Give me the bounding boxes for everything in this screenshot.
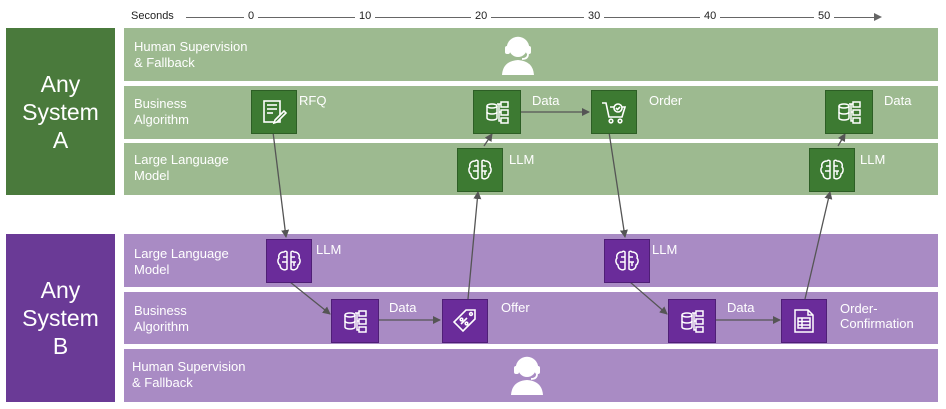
- price-tag-icon: [452, 309, 476, 333]
- a-llm2-label: LLM: [860, 152, 886, 167]
- lane-a-llm: [124, 143, 938, 195]
- a-data2-label: Data: [884, 93, 912, 108]
- arrow-offer-to-a-llm1: [467, 191, 482, 300]
- database-folders-icon: [838, 101, 861, 124]
- tick-label-0: 0: [244, 10, 259, 22]
- headset-person-icon: [507, 354, 547, 396]
- form-pen-icon: [263, 100, 287, 125]
- b-data1-label: Data: [389, 300, 417, 315]
- arrow-confirmation-to-a-llm2: [804, 191, 833, 300]
- arrow-rfq-to-b-llm1: [272, 131, 290, 238]
- lane-a-llm-label: Large Language Model: [134, 152, 229, 183]
- b-data1-node: [331, 299, 379, 343]
- arrow-b-llm1-to-b-data1: [289, 281, 331, 315]
- invoice-document-icon: [794, 309, 814, 333]
- database-folders-icon: [681, 310, 704, 333]
- lane-b-human-label: Human Supervision & Fallback: [132, 359, 246, 390]
- headset-person-icon: [498, 34, 538, 76]
- shopping-cart-icon: [602, 102, 627, 124]
- a-llm1-label: LLM: [509, 152, 535, 167]
- order-label: Order: [649, 93, 683, 108]
- brain-circuit-icon: [615, 250, 639, 271]
- b-llm2-label: LLM: [652, 242, 678, 257]
- lane-b-llm-label: Large Language Model: [134, 246, 229, 277]
- database-folders-icon: [344, 310, 367, 333]
- a-data1-label: Data: [532, 93, 560, 108]
- arrow-order-to-b-llm2: [608, 131, 628, 238]
- b-data2-label: Data: [727, 300, 755, 315]
- b-llm1-label: LLM: [316, 242, 342, 257]
- brain-circuit-icon: [820, 159, 844, 180]
- order-node: [591, 90, 637, 134]
- offer-label: Offer: [501, 300, 530, 315]
- lane-b-business-label: Business Algorithm: [134, 303, 189, 334]
- lane-a-business-label: Business Algorithm: [134, 96, 189, 127]
- brain-circuit-icon: [468, 159, 492, 180]
- b-llm1-node: [266, 239, 312, 283]
- b-llm2-node: [604, 239, 650, 283]
- arrow-b-llm2-to-b-data2: [629, 281, 668, 315]
- arrow-a-llm2-to-a-data2: [837, 133, 846, 147]
- a-llm1-node: [457, 148, 503, 192]
- order-confirmation-label: Order- Confirmation: [840, 301, 914, 331]
- a-llm2-node: [809, 148, 855, 192]
- tick-label-20: 20: [471, 10, 492, 22]
- database-folders-icon: [486, 101, 509, 124]
- tick-label-50: 50: [814, 10, 835, 22]
- rfq-node: [251, 90, 297, 134]
- system-b-block: Any System B: [6, 234, 115, 402]
- offer-node: [442, 299, 488, 343]
- order-confirmation-node: [781, 299, 827, 343]
- lane-b-llm: [124, 234, 938, 287]
- rfq-label: RFQ: [299, 93, 327, 108]
- a-data1-node: [473, 90, 521, 134]
- arrow-a-llm1-to-a-data1: [483, 133, 493, 147]
- lane-a-human-label: Human Supervision & Fallback: [134, 39, 248, 70]
- timeline-label: Seconds: [131, 10, 174, 22]
- a-data2-node: [825, 90, 873, 134]
- b-data2-node: [668, 299, 716, 343]
- brain-circuit-icon: [277, 250, 301, 271]
- tick-label-30: 30: [584, 10, 605, 22]
- timeline-axis: [186, 17, 876, 18]
- tick-label-40: 40: [700, 10, 721, 22]
- tick-label-10: 10: [355, 10, 376, 22]
- system-a-block: Any System A: [6, 28, 115, 195]
- timeline-arrowhead: [874, 13, 882, 21]
